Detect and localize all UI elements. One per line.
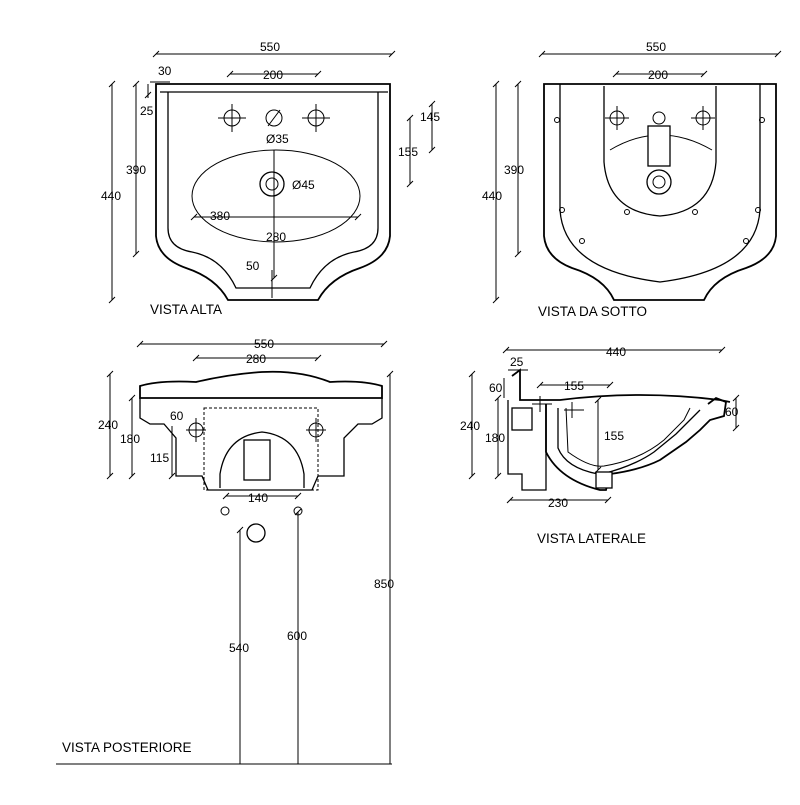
rear-view: VISTA POSTERIORE 550 280 240 180 60 115 … (56, 337, 394, 765)
top-view-drain-inner (265, 177, 279, 191)
side-view-dimension-lines (468, 346, 740, 504)
top-view-dim-380: 380 (210, 209, 230, 223)
bottom-view-drain-boss (647, 125, 671, 167)
rear-view-dim-140: 140 (248, 491, 268, 505)
side-view-wall-bracket (507, 400, 547, 491)
top-view-dim-dia45: Ø45 (292, 178, 315, 192)
top-view: VISTA ALTA 550 200 30 25 390 440 145 155… (101, 40, 440, 317)
top-view-dim-30: 30 (158, 64, 172, 78)
rear-view-rim (139, 370, 383, 399)
rear-view-fixing-points (186, 418, 326, 442)
rear-view-dim-240: 240 (98, 418, 118, 432)
rear-view-dim-180: 180 (120, 432, 140, 446)
side-view-dim-230: 230 (548, 496, 568, 510)
top-view-dim-390: 390 (126, 163, 146, 177)
bottom-view-inner-shell (559, 84, 761, 283)
rear-view-dim-115: 115 (150, 451, 169, 465)
side-view-drain-outlet (595, 471, 613, 489)
rear-view-dim-540: 540 (229, 641, 249, 655)
rear-view-title: VISTA POSTERIORE (62, 740, 192, 755)
side-view-dim-60a: 60 (489, 381, 503, 395)
top-view-drain (259, 171, 285, 197)
rear-view-floor-fixings (220, 506, 303, 543)
rear-view-back-panel (203, 407, 319, 491)
bottom-view-dim-390: 390 (504, 163, 524, 177)
side-view-dim-180: 180 (485, 431, 505, 445)
rear-view-pedestal-arch (219, 431, 305, 488)
rear-view-dim-850: 850 (374, 577, 394, 591)
side-view-back-box (511, 407, 533, 431)
rear-view-drain-pipe (243, 439, 271, 481)
top-view-dim-155: 155 (398, 145, 418, 159)
bottom-view-dim-200: 200 (648, 68, 668, 82)
bottom-view: VISTA DA SOTTO 550 200 390 440 (482, 40, 782, 319)
side-view-dim-155: 155 (564, 379, 584, 393)
bottom-view-dim-550: 550 (646, 40, 666, 54)
side-view-dim-155-depth: 155 (604, 429, 624, 443)
bottom-view-dimension-lines (492, 50, 782, 304)
bottom-view-tap-hole (652, 111, 666, 125)
rear-view-dim-550: 550 (254, 337, 274, 351)
bottom-view-dim-440: 440 (482, 189, 502, 203)
rear-view-dimension-lines (56, 340, 394, 765)
bottom-view-tap-holes (605, 106, 715, 130)
top-view-dim-25: 25 (140, 104, 154, 118)
bottom-view-fixing-holes (554, 117, 765, 244)
side-view-rim-top (511, 368, 731, 403)
side-view: VISTA LATERALE 440 25 60 155 240 180 155… (460, 345, 740, 546)
top-view-dim-dia35: Ø35 (266, 132, 289, 146)
rear-view-dim-280: 280 (246, 352, 266, 366)
side-view-tap-marks (532, 396, 584, 418)
side-view-bowl-inner (565, 407, 691, 467)
bottom-view-title: VISTA DA SOTTO (538, 304, 647, 319)
top-view-bowl (191, 149, 361, 243)
bottom-view-outline (543, 83, 777, 301)
top-view-dim-440: 440 (101, 189, 121, 203)
side-view-title: VISTA LATERALE (537, 531, 646, 546)
side-view-dim-60b: 60 (725, 405, 739, 419)
top-view-dim-50: 50 (246, 259, 260, 273)
rear-view-dim-60: 60 (170, 409, 184, 423)
rear-view-body (139, 398, 383, 491)
top-view-tap-holes (218, 104, 330, 132)
bottom-view-drain (646, 169, 672, 195)
side-view-dim-240: 240 (460, 419, 480, 433)
top-view-dim-550: 550 (260, 40, 280, 54)
side-view-inner-shell (557, 408, 701, 475)
bottom-view-drain-inner (652, 175, 666, 189)
top-view-outline (155, 83, 391, 301)
top-view-dimension-lines (108, 50, 436, 304)
side-view-dim-25: 25 (510, 355, 524, 369)
side-view-outer-shell (545, 396, 727, 491)
top-view-inner-rim (167, 92, 379, 289)
top-view-dim-200: 200 (263, 68, 283, 82)
bottom-view-bowl-underside (603, 86, 717, 217)
rear-view-dim-600: 600 (287, 629, 307, 643)
top-view-title: VISTA ALTA (150, 302, 222, 317)
side-view-dim-440: 440 (606, 345, 626, 359)
top-view-dim-145: 145 (420, 110, 440, 124)
top-view-dim-280: 280 (266, 230, 286, 244)
